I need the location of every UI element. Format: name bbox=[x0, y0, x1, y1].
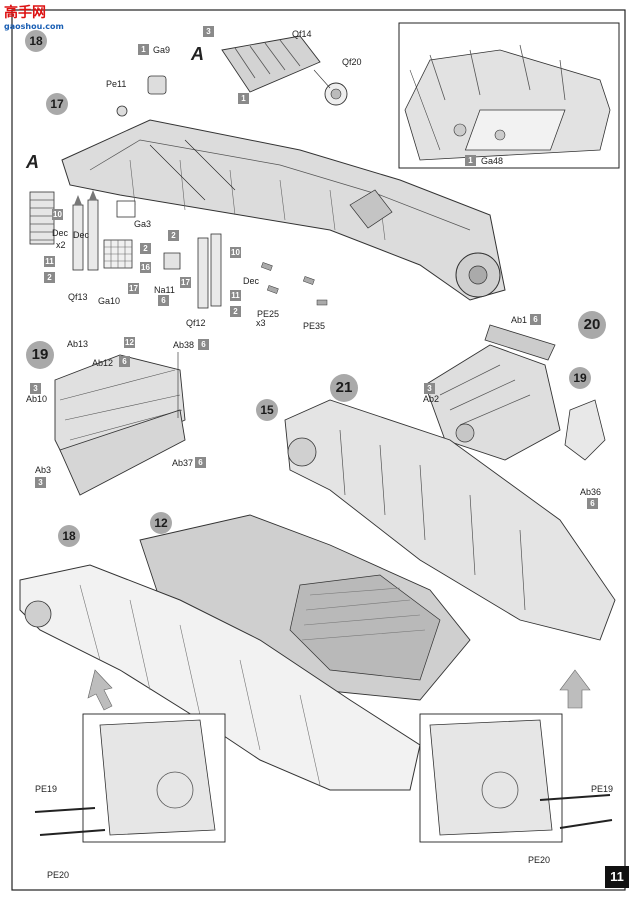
shock-absorbers-qf13 bbox=[72, 190, 99, 271]
engine-assembly-20 bbox=[424, 324, 606, 461]
label-ab12: Ab12 bbox=[92, 358, 114, 368]
label-dec-1: Dec bbox=[52, 228, 69, 238]
label-qf13: Qf13 bbox=[68, 292, 88, 302]
tag-color: 1 bbox=[465, 155, 476, 166]
page-frame bbox=[11, 9, 626, 891]
tag-color: 1 bbox=[138, 44, 149, 55]
hull-interior-21 bbox=[19, 399, 616, 791]
shock-absorbers-qf12 bbox=[197, 233, 222, 309]
tag-color: 17 bbox=[180, 277, 191, 288]
upper-hull-assembly bbox=[61, 119, 506, 301]
watermark-logo: 高手网 gaoshou.com bbox=[4, 5, 64, 31]
label-ga48: Ga48 bbox=[481, 156, 504, 166]
part-ga3 bbox=[116, 200, 136, 218]
photoetch-pe35 bbox=[316, 299, 328, 306]
spring-stack-a bbox=[29, 191, 55, 245]
tag-color: 3 bbox=[203, 26, 214, 37]
callout-a-left: A bbox=[26, 152, 39, 172]
ref-18-marker: 18 bbox=[58, 525, 80, 547]
tag-color: 2 bbox=[140, 243, 151, 254]
tag-color: 11 bbox=[44, 256, 55, 267]
label-dec-3: Dec bbox=[243, 276, 260, 286]
label-ab36: Ab36 bbox=[580, 487, 602, 497]
tag-color: 6 bbox=[158, 295, 169, 306]
detail-inset bbox=[398, 22, 620, 169]
arrow-left bbox=[87, 669, 113, 711]
label-ab13: Ab13 bbox=[67, 339, 89, 349]
tag-color: 2 bbox=[230, 306, 241, 317]
page-number: 11 bbox=[605, 866, 629, 888]
tag-color: 3 bbox=[30, 383, 41, 394]
step-21-marker: 21 bbox=[330, 374, 358, 402]
tag-color: 11 bbox=[230, 290, 241, 301]
tag-color: 3 bbox=[35, 477, 46, 488]
label-pe11: Pe11 bbox=[106, 79, 127, 89]
label-qf14: Qf14 bbox=[292, 29, 312, 39]
label-ab2: Ab2 bbox=[423, 394, 440, 404]
tag-color: 12 bbox=[124, 337, 135, 348]
tag-color: 6 bbox=[198, 339, 209, 350]
inset-bottom-left bbox=[34, 713, 226, 843]
label-pe25: PE25 bbox=[257, 309, 280, 319]
part-qf14 bbox=[221, 35, 348, 106]
tag-color: 1 bbox=[238, 93, 249, 104]
tag-color: 2 bbox=[44, 272, 55, 283]
label-pe19-left: PE19 bbox=[35, 784, 58, 794]
ref-12-marker: 12 bbox=[150, 512, 172, 534]
tag-color: 16 bbox=[140, 262, 151, 273]
label-ab38: Ab38 bbox=[173, 340, 195, 350]
part-na11 bbox=[163, 252, 181, 270]
track-guard-assembly bbox=[54, 352, 186, 496]
tag-color: 6 bbox=[119, 356, 130, 367]
callout-a-top: A bbox=[191, 44, 204, 64]
tag-color: 6 bbox=[530, 314, 541, 325]
arrow-right bbox=[559, 669, 591, 709]
ref-17-marker: 17 bbox=[46, 93, 68, 115]
tag-color: 10 bbox=[52, 209, 63, 220]
label-pe25-qty: x3 bbox=[256, 318, 266, 328]
label-pe19-right: PE19 bbox=[591, 784, 614, 794]
label-pe20-right: PE20 bbox=[528, 855, 551, 865]
tag-color: 3 bbox=[424, 383, 435, 394]
step-18-marker: 18 bbox=[25, 30, 47, 52]
tag-color: 17 bbox=[128, 283, 139, 294]
label-ga10: Ga10 bbox=[98, 296, 121, 306]
part-ga10-grid bbox=[103, 239, 133, 269]
step-20-marker: 20 bbox=[578, 311, 606, 339]
label-pe35: PE35 bbox=[303, 321, 326, 331]
label-ab37: Ab37 bbox=[172, 458, 194, 468]
tag-color: 6 bbox=[195, 457, 206, 468]
part-pe11 bbox=[116, 105, 128, 117]
label-x2: x2 bbox=[56, 240, 66, 250]
part-ga9 bbox=[147, 75, 167, 95]
label-na11: Na11 bbox=[154, 285, 175, 295]
step-19-marker: 19 bbox=[26, 341, 54, 369]
label-ab1: Ab1 bbox=[511, 315, 528, 325]
label-ab3: Ab3 bbox=[35, 465, 52, 475]
label-ga9: Ga9 bbox=[153, 45, 171, 55]
label-ga3: Ga3 bbox=[134, 219, 152, 229]
ref-19-marker: 19 bbox=[569, 367, 591, 389]
label-qf20: Qf20 bbox=[342, 57, 362, 67]
label-ab10: Ab10 bbox=[26, 394, 48, 404]
inset-bottom-right bbox=[419, 713, 613, 843]
label-pe20-left: PE20 bbox=[47, 870, 70, 880]
label-dec-2: Dec bbox=[73, 230, 90, 240]
tag-color: 2 bbox=[168, 230, 179, 241]
ref-15-marker: 15 bbox=[256, 399, 278, 421]
label-qf12: Qf12 bbox=[186, 318, 206, 328]
tag-color: 10 bbox=[230, 247, 241, 258]
tag-color: 6 bbox=[587, 498, 598, 509]
photoetch-pe25 bbox=[260, 262, 315, 294]
